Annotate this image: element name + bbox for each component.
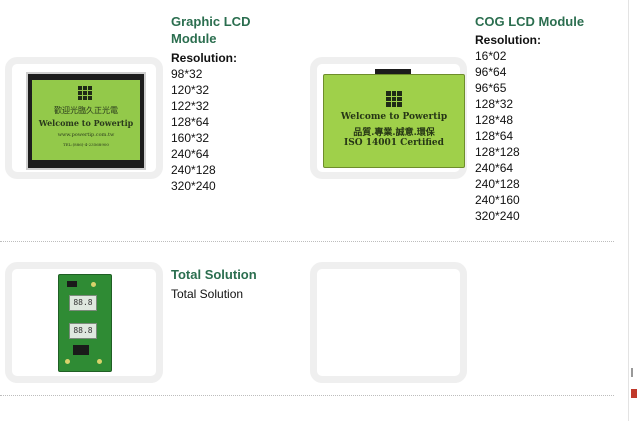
side-widget-icon[interactable] (631, 389, 637, 398)
cog-lcd-thumbnail[interactable]: Welcome to Powertip 品質.專業.誠意.環保 ISO 1400… (310, 57, 467, 179)
total-solution-thumbnail[interactable]: 88.8 88.8 (5, 262, 163, 383)
cog-lcd-title[interactable]: COG LCD Module (475, 14, 585, 29)
pcb-display-top: 88.8 (69, 295, 97, 311)
lcd-line-chinese: 歡迎光臨久正光電 (54, 106, 118, 115)
pcb-component (65, 359, 70, 364)
empty-thumbnail (310, 262, 467, 383)
graphic-lcd-title[interactable]: Graphic LCD Module (171, 13, 250, 47)
cog-line-chinese: 品質.專業.誠意.環保 (353, 128, 435, 138)
resolution-item: 128*64 (171, 115, 210, 129)
resolution-item: 128*48 (475, 113, 514, 127)
lcd-line-url: www.powertip.com.tw (57, 132, 115, 138)
powertip-logo-icon (386, 91, 402, 107)
cog-line-iso: ISO 14001 Certified (344, 138, 444, 148)
resolution-item: 122*32 (171, 99, 210, 113)
resolution-item: 240*160 (475, 193, 520, 207)
resolution-item: 96*64 (475, 65, 507, 79)
resolution-item: 96*65 (475, 81, 507, 95)
graphic-lcd-title-line2: Module (171, 31, 217, 46)
total-solution-title[interactable]: Total Solution (171, 267, 257, 282)
cog-line-welcome: Welcome to Powertip (340, 112, 448, 122)
resolution-item: 320*240 (171, 179, 216, 193)
cog-lcd-glass: Welcome to Powertip 品質.專業.誠意.環保 ISO 1400… (323, 74, 465, 168)
row-divider (0, 241, 614, 242)
pcb-component (91, 282, 96, 287)
graphic-lcd-frame: 歡迎光臨久正光電 Welcome to Powertip www.powerti… (26, 72, 146, 170)
pcb-chip (67, 281, 77, 287)
resolution-item: 320*240 (475, 209, 520, 223)
cog-lcd-resolution-label: Resolution: (475, 33, 541, 47)
resolution-item: 240*64 (475, 161, 514, 175)
pcb-component (97, 359, 102, 364)
resolution-item: 160*32 (171, 131, 210, 145)
pcb-board: 88.8 88.8 (58, 274, 112, 372)
total-solution-subtitle: Total Solution (171, 287, 244, 301)
graphic-lcd-title-line1: Graphic LCD (171, 14, 251, 29)
page-right-rail (628, 0, 629, 421)
pcb-display-bottom: 88.8 (69, 323, 97, 339)
cog-connector (375, 69, 411, 75)
pcb-chip (73, 345, 89, 355)
side-widget-icon[interactable] (631, 368, 639, 377)
lcd-line-welcome: Welcome to Powertip (38, 118, 134, 128)
graphic-lcd-resolution-list: 98*32 120*32 122*32 128*64 160*32 240*64… (171, 66, 216, 194)
resolution-item: 128*32 (475, 97, 514, 111)
lcd-line-tel: TEL:(886)-4-23568900 (63, 142, 109, 147)
powertip-logo-icon (78, 86, 92, 100)
resolution-item: 16*02 (475, 49, 507, 63)
graphic-lcd-thumbnail[interactable]: 歡迎光臨久正光電 Welcome to Powertip www.powerti… (5, 57, 163, 179)
resolution-item: 120*32 (171, 83, 210, 97)
resolution-item: 240*64 (171, 147, 210, 161)
row-divider (0, 395, 614, 396)
resolution-item: 240*128 (171, 163, 216, 177)
resolution-item: 128*128 (475, 145, 520, 159)
resolution-item: 240*128 (475, 177, 520, 191)
resolution-item: 98*32 (171, 67, 203, 81)
cog-lcd-resolution-list: 16*02 96*64 96*65 128*32 128*48 128*64 1… (475, 48, 520, 224)
resolution-item: 128*64 (475, 129, 514, 143)
graphic-lcd-screen: 歡迎光臨久正光電 Welcome to Powertip www.powerti… (32, 80, 140, 160)
graphic-lcd-resolution-label: Resolution: (171, 51, 237, 65)
